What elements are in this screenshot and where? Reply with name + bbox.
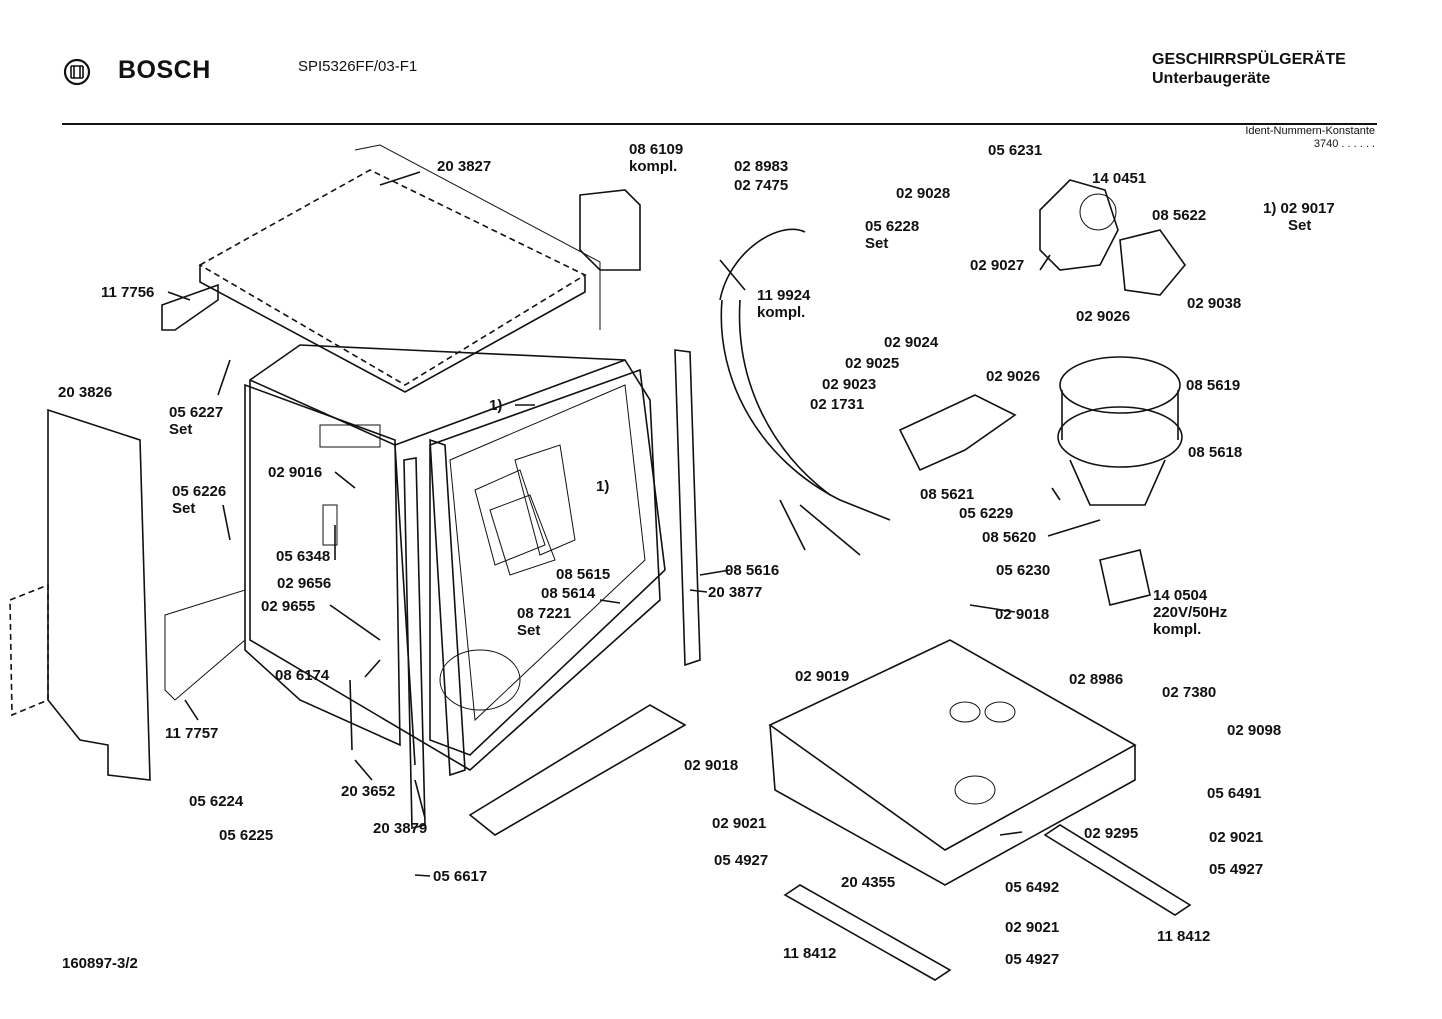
ident-constant-value: 3740 . . . . . .: [1313, 138, 1375, 150]
part-label-056230: 05 6230: [996, 562, 1051, 579]
side-panel-203826: [9, 408, 246, 781]
part-label-204355: 20 4355: [841, 874, 896, 891]
inlet-hose-119924: [719, 228, 891, 556]
part-label-029023: 02 9023: [822, 376, 877, 393]
part-label-027380: 02 7380: [1162, 684, 1217, 701]
part-label-029018-bottom: 02 9018: [684, 757, 739, 774]
part-label-029655: 02 9655: [261, 598, 316, 615]
part-label-056231: 05 6231: [988, 142, 1043, 159]
part-label-footnote-1a: 1): [489, 397, 503, 414]
part-label-203879: 20 3879: [373, 820, 428, 837]
part-label-056229: 05 6229: [959, 505, 1014, 522]
side-seal-085616: [674, 349, 701, 667]
kick-plate: [468, 704, 687, 836]
part-label-029017: 1) 02 9017 Set: [1263, 200, 1335, 234]
base-tray-204355: [768, 639, 1137, 886]
part-label-085620: 08 5620: [982, 529, 1037, 546]
part-label-029656: 02 9656: [277, 575, 332, 592]
part-label-085616: 08 5616: [725, 562, 780, 579]
part-label-029026-top: 02 9026: [1076, 308, 1131, 325]
part-label-027475: 02 7475: [734, 177, 789, 194]
part-label-118412-right: 11 8412: [1157, 928, 1211, 945]
part-label-056227: 05 6227 Set: [169, 404, 224, 438]
drain-pump-085622: [1119, 229, 1187, 296]
leader-lines: [167, 171, 1101, 877]
part-label-203826: 20 3826: [58, 384, 113, 401]
part-label-085622: 08 5622: [1152, 207, 1207, 224]
part-label-028986: 02 8986: [1069, 671, 1124, 688]
foot-rail-right-118412: [1043, 824, 1192, 916]
part-label-029025: 02 9025: [845, 355, 900, 372]
part-label-029018-top: 02 9018: [995, 606, 1050, 623]
part-label-029028: 02 9028: [896, 185, 951, 202]
mounting-bracket-117756: [161, 283, 219, 331]
part-label-056224: 05 6224: [189, 793, 244, 810]
part-label-203652: 20 3652: [341, 783, 396, 800]
part-label-085621: 08 5621: [920, 486, 975, 503]
part-label-029016: 02 9016: [268, 464, 323, 481]
part-label-029295: 02 9295: [1084, 825, 1139, 842]
part-label-086174: 08 6174: [275, 667, 330, 684]
category-subtitle: Unterbaugeräte: [1152, 70, 1271, 87]
part-label-203827: 20 3827: [437, 158, 492, 175]
part-label-140451: 14 0451: [1092, 170, 1147, 187]
ident-constant-label: Ident-Nummern-Konstante: [1245, 125, 1375, 137]
part-label-029021-right: 02 9021: [1209, 829, 1264, 846]
part-label-029019: 02 9019: [795, 668, 850, 685]
part-label-054927-left: 05 4927: [714, 852, 769, 869]
part-label-140504: 14 0504 220V/50Hz kompl.: [1153, 587, 1228, 638]
part-label-118412-left: 11 8412: [783, 945, 837, 962]
part-label-054927-bottom: 05 4927: [1005, 951, 1060, 968]
part-label-117756: 11 7756: [101, 284, 155, 301]
part-label-029021-left: 02 9021: [712, 815, 767, 832]
part-label-028983: 02 8983: [734, 158, 789, 175]
part-label-085618: 08 5618: [1188, 444, 1243, 461]
door-seal-203652: [429, 438, 466, 777]
part-label-056228: 05 6228 Set: [865, 218, 920, 252]
part-label-029026-mid: 02 9026: [986, 368, 1041, 385]
part-label-029024: 02 9024: [884, 334, 939, 351]
part-label-085615: 08 5615: [556, 566, 611, 583]
part-label-029021-bottom: 02 9021: [1005, 919, 1060, 936]
part-label-119924: 11 9924 kompl.: [757, 287, 811, 321]
part-label-056491: 05 6491: [1207, 785, 1262, 802]
door-panel: [244, 383, 401, 751]
part-label-203877: 20 3877: [708, 584, 763, 601]
bosch-armature-logo-icon: [63, 58, 91, 86]
part-label-087221: 08 7221 Set: [517, 605, 572, 639]
brand-name: BOSCH: [118, 56, 211, 84]
part-label-029027: 02 9027: [970, 257, 1025, 274]
part-label-086109: 08 6109 kompl.: [629, 141, 684, 175]
part-label-056225: 05 6225: [219, 827, 274, 844]
part-label-footnote-1b: 1): [596, 478, 610, 495]
pump-housing-140451: [1039, 179, 1119, 271]
part-label-056348: 05 6348: [276, 548, 331, 565]
heater-085621: [898, 394, 1017, 472]
part-label-029098: 02 9098: [1227, 722, 1282, 739]
model-number: SPI5326FF/03-F1: [298, 58, 418, 75]
header-rule: [62, 123, 1377, 125]
part-label-021731: 02 1731: [810, 396, 865, 413]
category-title: GESCHIRRSPÜLGERÄTE: [1152, 51, 1346, 68]
inlet-valve-140504: [1099, 549, 1151, 606]
part-label-056617: 05 6617: [433, 868, 488, 885]
part-label-056492: 05 6492: [1005, 879, 1060, 896]
part-label-085619: 08 5619: [1186, 377, 1241, 394]
drawing-number: 160897-3/2: [62, 955, 138, 972]
part-label-085614: 08 5614: [541, 585, 596, 602]
valve-block-086109: [579, 189, 641, 271]
part-label-056226: 05 6226 Set: [172, 483, 227, 517]
part-label-054927-right: 05 4927: [1209, 861, 1264, 878]
sump-085619: [1057, 356, 1183, 506]
part-label-117757: 11 7757: [165, 725, 219, 742]
foot-rail-left-118412: [783, 884, 952, 981]
part-label-029038: 02 9038: [1187, 295, 1242, 312]
filter-set-087221: [474, 444, 576, 576]
ident-constant: Ident-Nummern-Konstante 3740 . . . . . .: [1190, 125, 1375, 151]
top-cover-plate: [198, 144, 601, 393]
product-category: GESCHIRRSPÜLGERÄTE Unterbaugeräte: [1152, 50, 1346, 88]
door-seal-203879: [403, 457, 426, 830]
